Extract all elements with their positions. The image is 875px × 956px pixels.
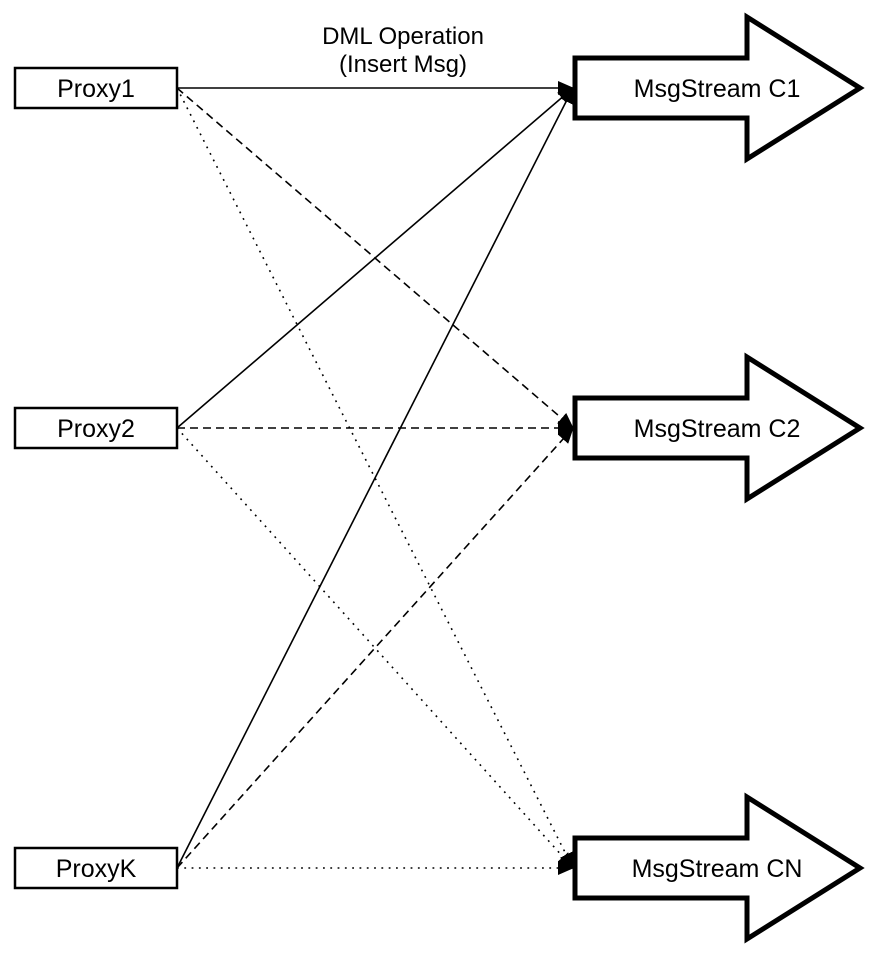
proxy2-box xyxy=(13,406,179,450)
edge-proxyk-c1 xyxy=(176,87,574,869)
proxyk-node: ProxyK xyxy=(13,846,179,890)
edge-proxy2-c1 xyxy=(176,87,574,429)
msgstream-c2-arrow-shape xyxy=(572,352,865,504)
proxy1-box xyxy=(13,66,179,110)
proxy2-node: Proxy2 xyxy=(13,406,179,450)
msgstream-cn-label: MsgStream CN xyxy=(632,855,803,883)
msgstream-c1-node: MsgStream C1 xyxy=(572,12,865,164)
diagram-title-line1: DML Operation xyxy=(322,23,484,50)
proxyk-box xyxy=(13,846,179,890)
edge-proxy2-cn xyxy=(176,427,574,869)
msgstream-cn-arrow-shape xyxy=(572,792,865,944)
edge-proxyk-c2 xyxy=(176,427,574,869)
msgstream-c1-label: MsgStream C1 xyxy=(634,75,801,103)
edges-layer xyxy=(176,81,574,875)
msgstream-c2-node: MsgStream C2 xyxy=(572,352,865,504)
proxy2-label: Proxy2 xyxy=(57,415,135,443)
proxy1-label: Proxy1 xyxy=(57,75,135,103)
diagram-title: DML Operation (Insert Msg) xyxy=(322,23,484,78)
msgstream-cn-node: MsgStream CN xyxy=(572,792,865,944)
msgstream-c1-arrow-shape xyxy=(572,12,865,164)
proxyk-label: ProxyK xyxy=(56,855,137,883)
proxy1-node: Proxy1 xyxy=(13,66,179,110)
msgstream-c2-label: MsgStream C2 xyxy=(634,415,801,443)
diagram-title-line2: (Insert Msg) xyxy=(339,51,467,78)
